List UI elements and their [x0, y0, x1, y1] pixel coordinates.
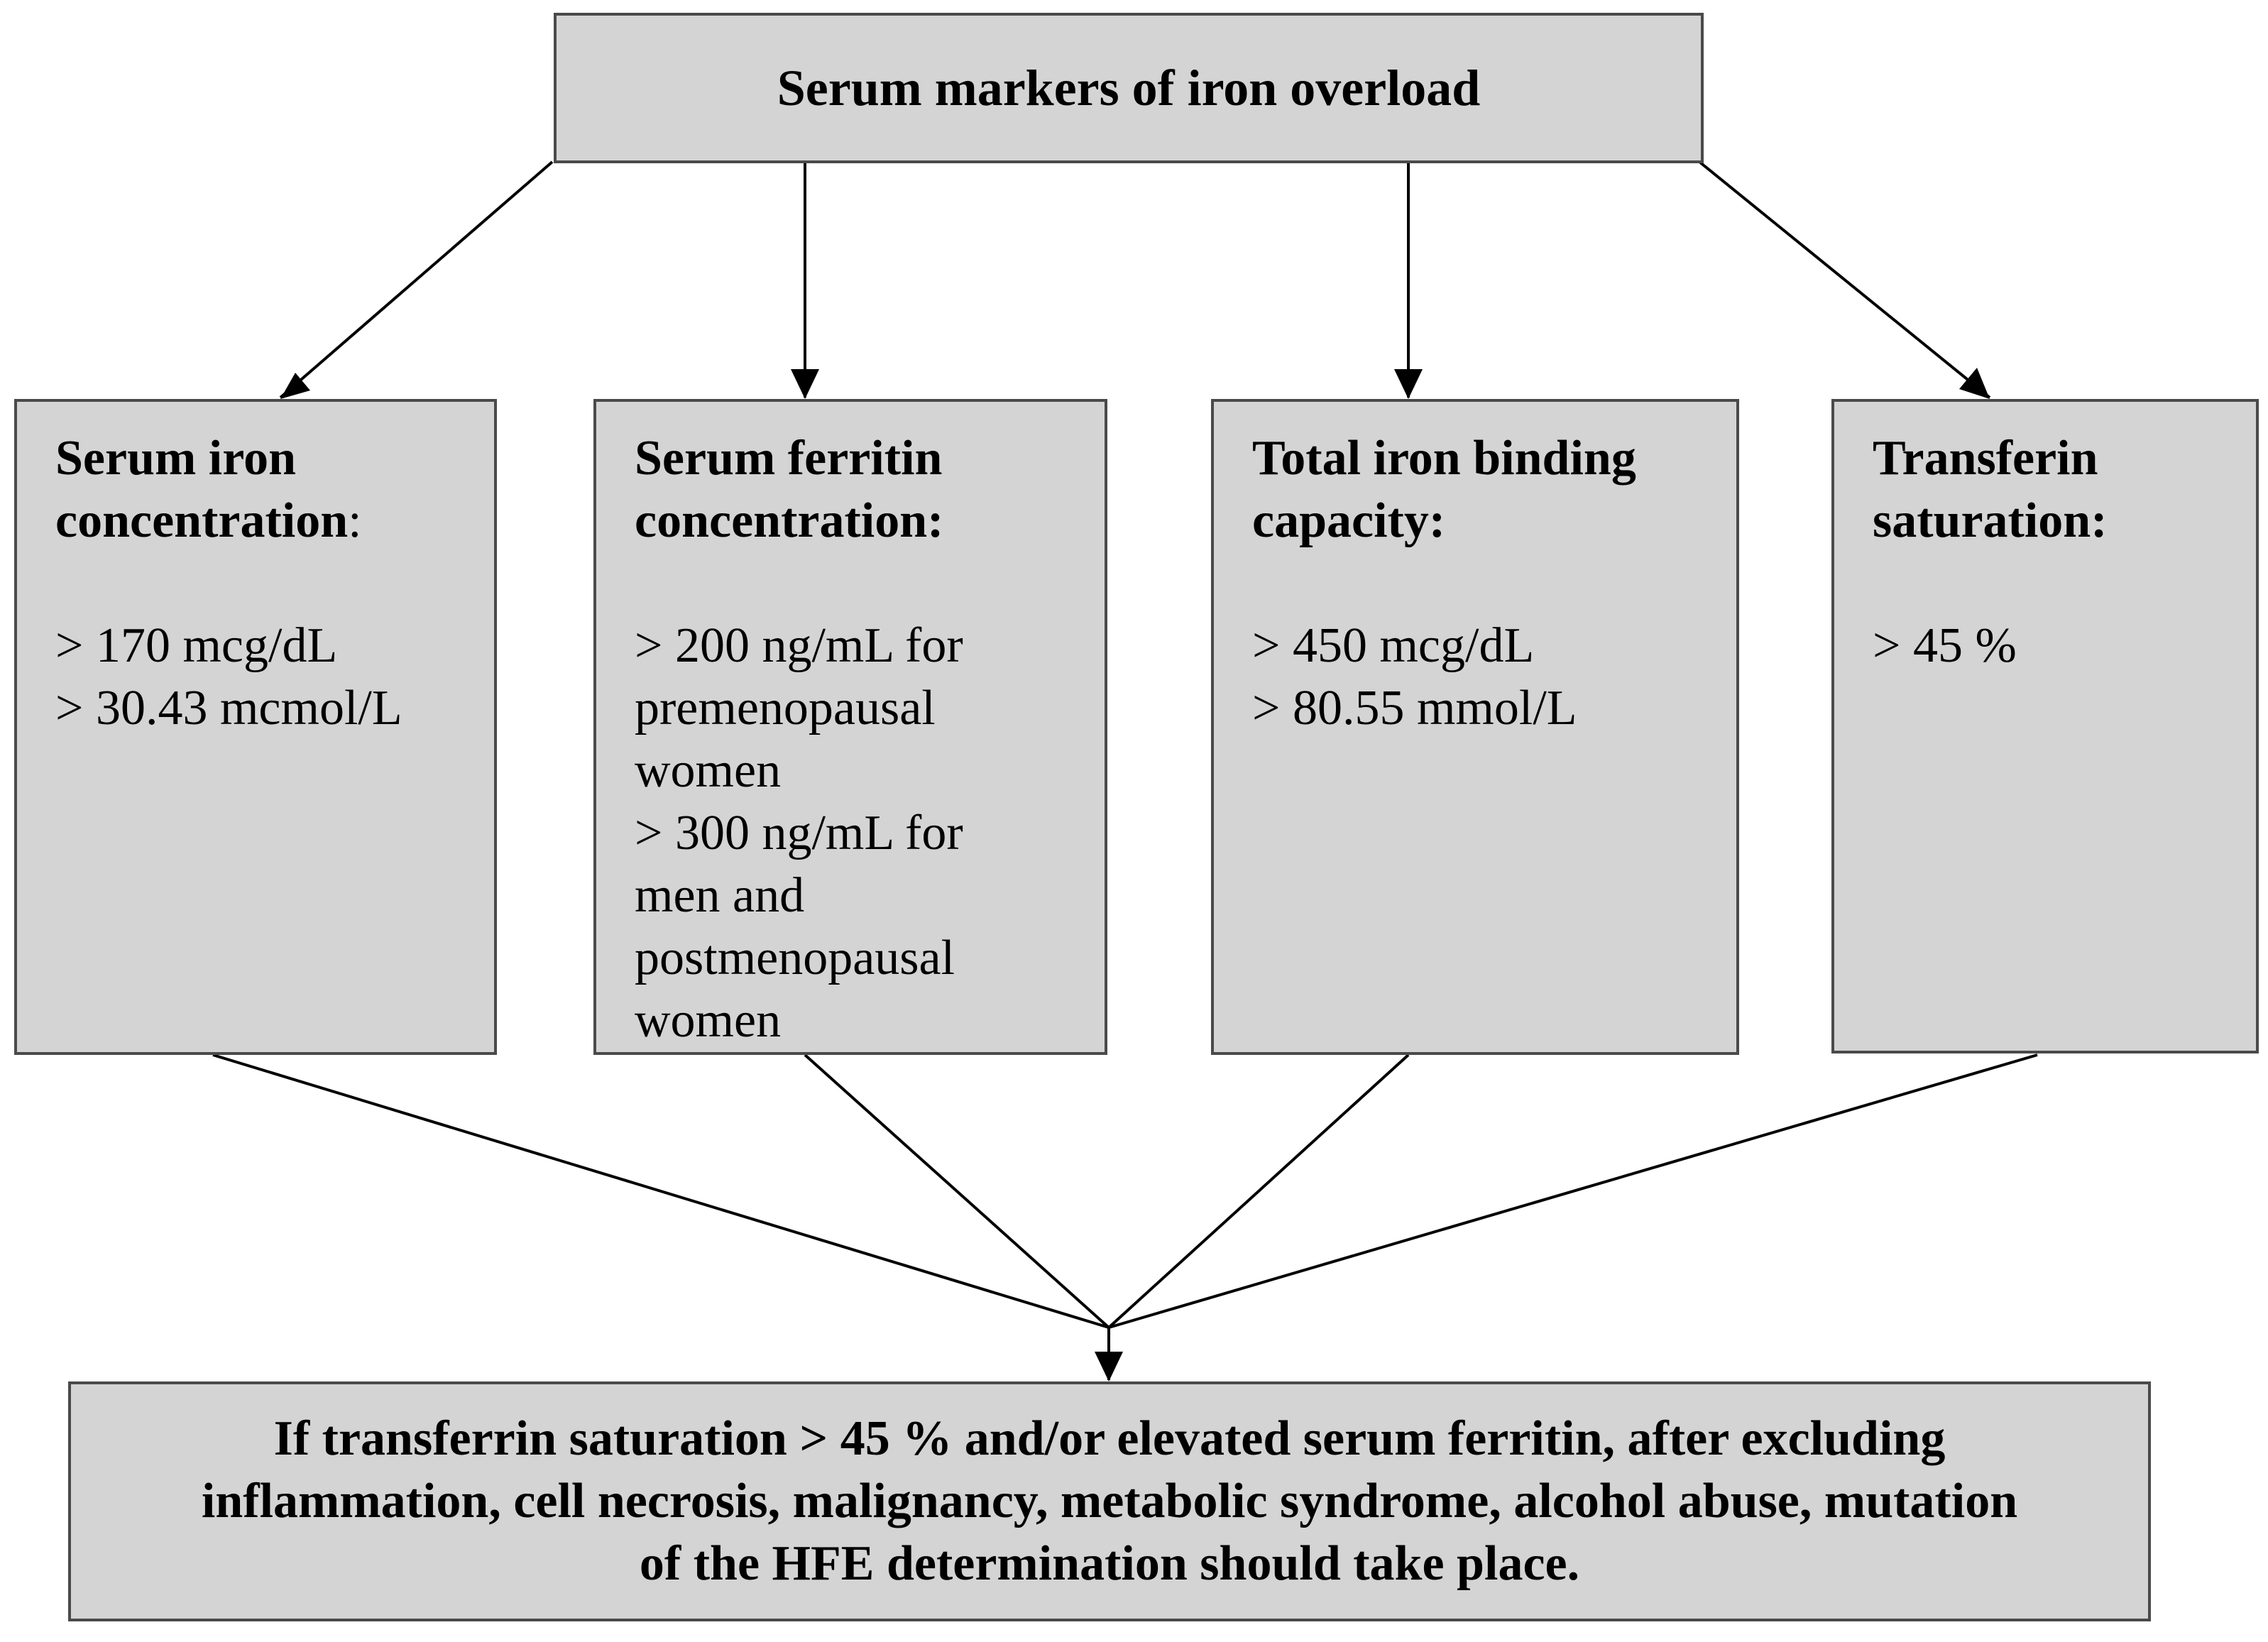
tibc-box: Total iron binding capacity: > 450 mcg/d… — [1211, 399, 1739, 1055]
conclusion-box: If transferrin saturation > 45 % and/or … — [68, 1381, 2151, 1621]
serum-iron-box: Serum iron concentration: > 170 mcg/dL >… — [14, 399, 497, 1055]
top-title-box: Serum markers of iron overload — [554, 13, 1704, 163]
top-arrows — [279, 160, 1991, 399]
line-from-tibc — [1107, 1053, 1410, 1329]
top-title: Serum markers of iron overload — [777, 59, 1481, 116]
arrowhead-tibc — [1394, 369, 1423, 399]
transferrin-box: Transferin saturation: > 45 % — [1831, 399, 2259, 1053]
serum-iron-title-colon: : — [348, 493, 362, 548]
serum-ferritin-value: > 200 ng/mL for premenopausal women > 30… — [635, 618, 963, 1048]
arrow-to-serum-iron — [279, 160, 554, 399]
top-arrowheads — [280, 368, 1990, 399]
arrowhead-transferrin — [1959, 368, 1990, 399]
transferrin-value: > 45 % — [1873, 618, 2017, 673]
serum-ferritin-box: Serum ferritin concentration: > 200 ng/m… — [593, 399, 1107, 1055]
arrowhead-serum-ferritin — [791, 369, 819, 399]
arrowhead-serum-iron — [280, 373, 310, 399]
serum-ferritin-title: Serum ferritin concentration: — [635, 431, 944, 548]
line-from-transferrin — [1108, 1053, 2038, 1329]
conclusion-text: If transferrin saturation > 45 % and/or … — [201, 1411, 2018, 1591]
arrow-to-transferrin — [1698, 160, 1991, 399]
line-from-serum-ferritin — [804, 1053, 1110, 1329]
serum-iron-title-text: Serum iron concentration — [55, 431, 349, 548]
tibc-title: Total iron binding capacity: — [1252, 431, 1636, 548]
serum-iron-title: Serum iron concentration: — [55, 427, 460, 552]
tibc-value: > 450 mcg/dL > 80.55 mmol/L — [1252, 618, 1577, 735]
line-from-serum-iron — [212, 1053, 1110, 1329]
arrowhead-conclusion — [1095, 1352, 1123, 1381]
serum-iron-value: > 170 mcg/dL > 30.43 mcmol/L — [55, 618, 402, 735]
transferrin-title: Transferin saturation: — [1873, 431, 2108, 548]
bottom-lines — [212, 1053, 2038, 1380]
